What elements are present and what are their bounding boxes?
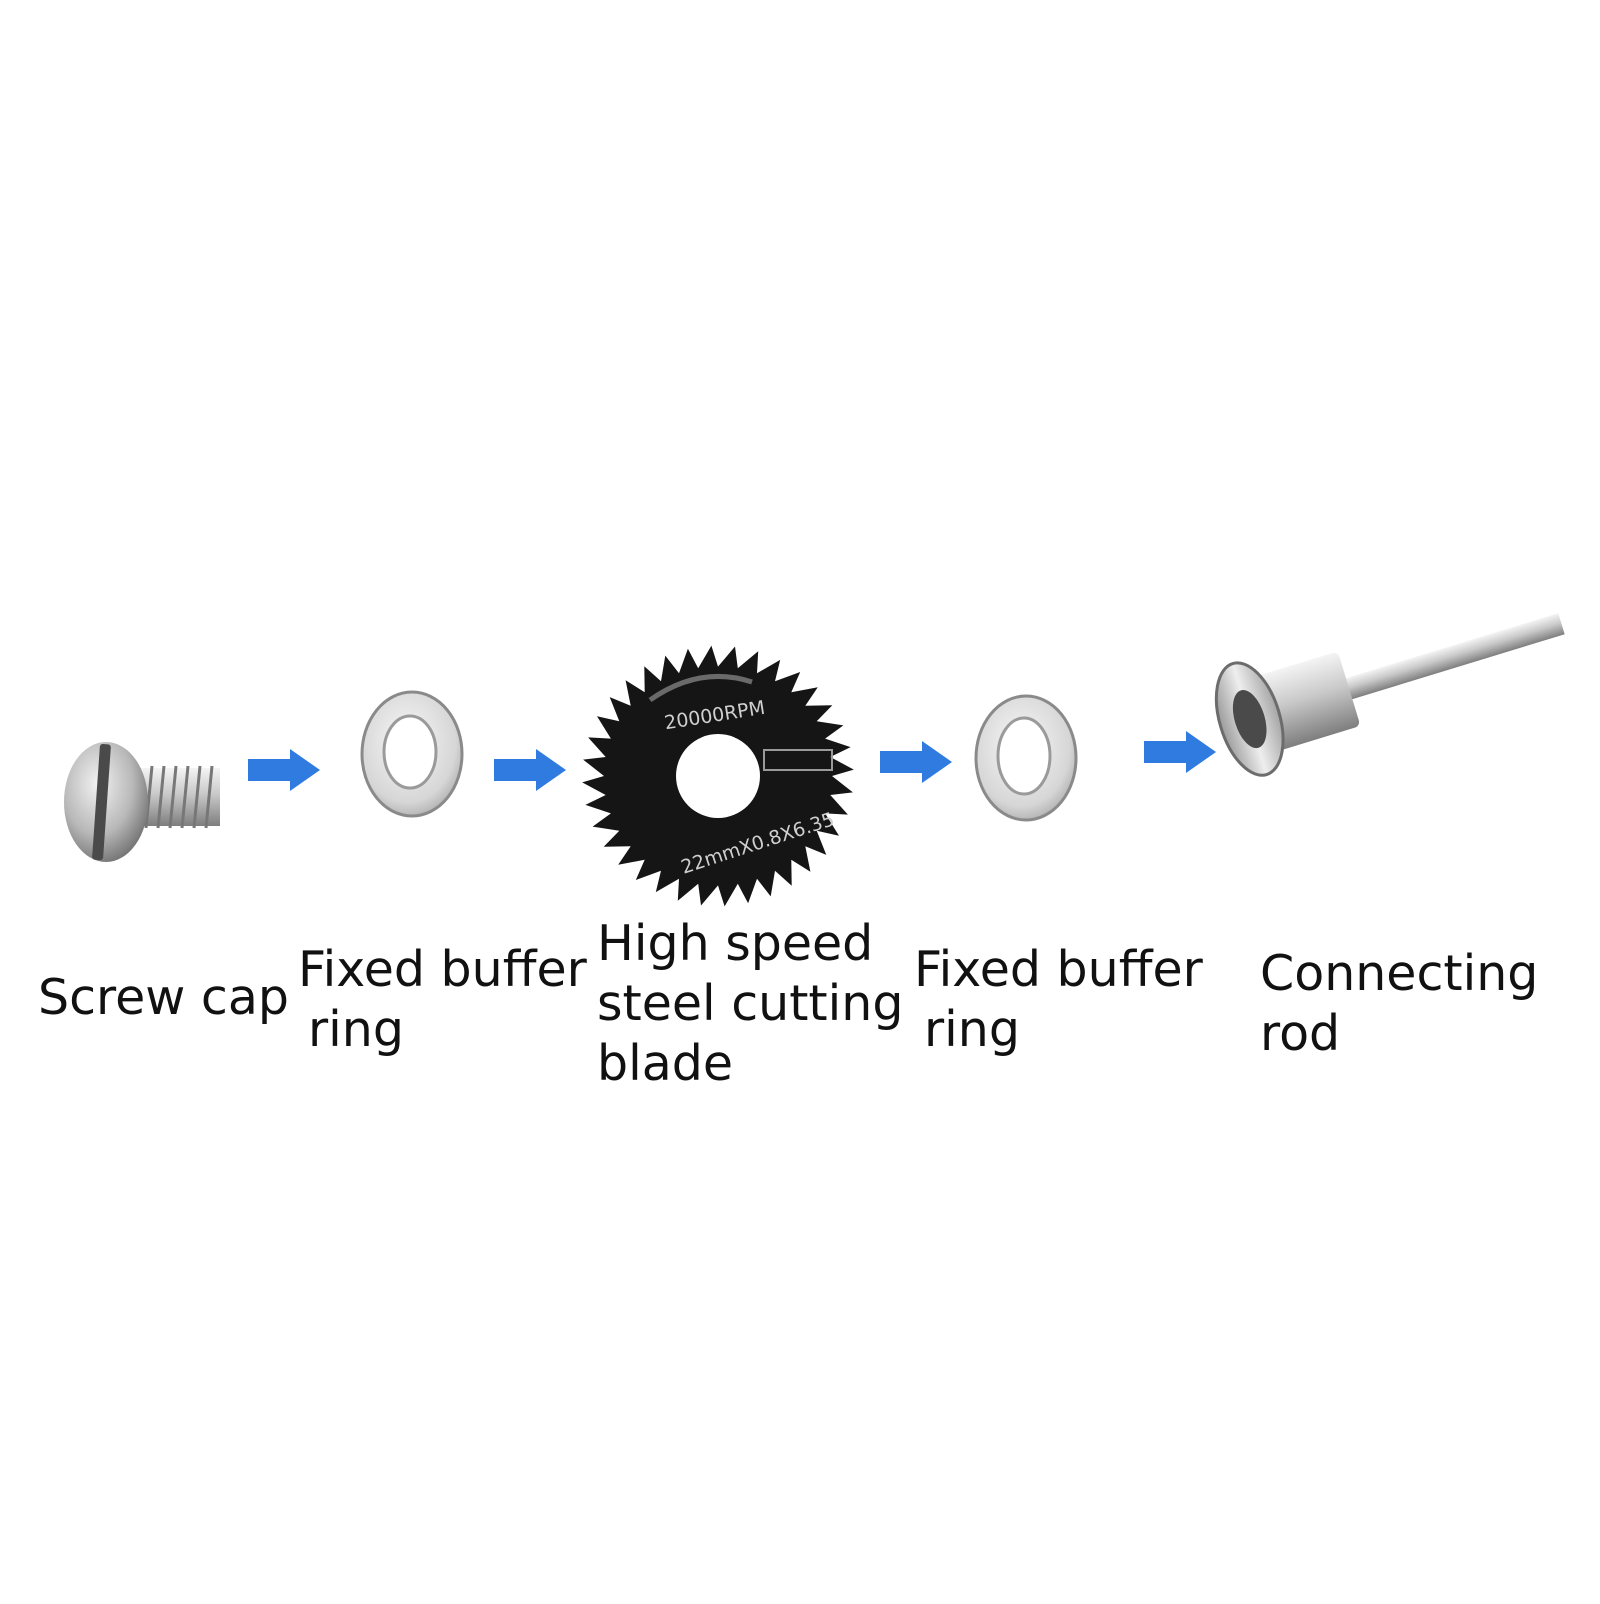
label-cutting-blade: High speed steel cutting blade [597,914,903,1094]
arrow-right-icon [880,741,952,783]
label-buffer-ring-2: Fixed buffer ring [914,940,1203,1060]
label-line: ring [924,1001,1020,1058]
label-line: blade [597,1035,733,1092]
rotation-arrow [648,674,753,703]
label-line: High speed [597,915,874,972]
label-line: rod [1260,1005,1341,1062]
label-line: ring [308,1001,404,1058]
mandrel-socket [1232,690,1267,749]
screw-slot [92,743,111,861]
arrow-right-icon [494,749,566,791]
label-buffer-ring-1: Fixed buffer ring [298,940,587,1060]
arrow-right-icon [248,749,320,791]
screw-icon [64,742,220,862]
label-line: steel cutting [597,975,904,1032]
saw-blade-icon: 20000RPM 22mmX0.8X6.35 [582,645,854,907]
label-screw-cap: Screw cap [38,968,289,1028]
label-connecting-rod: Connecting rod [1260,944,1538,1064]
label-line: Fixed buffer [914,941,1203,998]
mandrel-shaft [1332,613,1565,704]
washer-icon [360,690,464,818]
mandrel-icon [1214,613,1565,777]
arrow-right-icon [1144,731,1216,773]
screw-thread [140,765,220,829]
label-line: Connecting [1260,945,1539,1002]
blade-hole [676,734,760,818]
washer-icon [974,694,1078,822]
label-line: Fixed buffer [298,941,587,998]
blade-brand-stamp [763,749,833,771]
label-line: Screw cap [38,969,289,1026]
